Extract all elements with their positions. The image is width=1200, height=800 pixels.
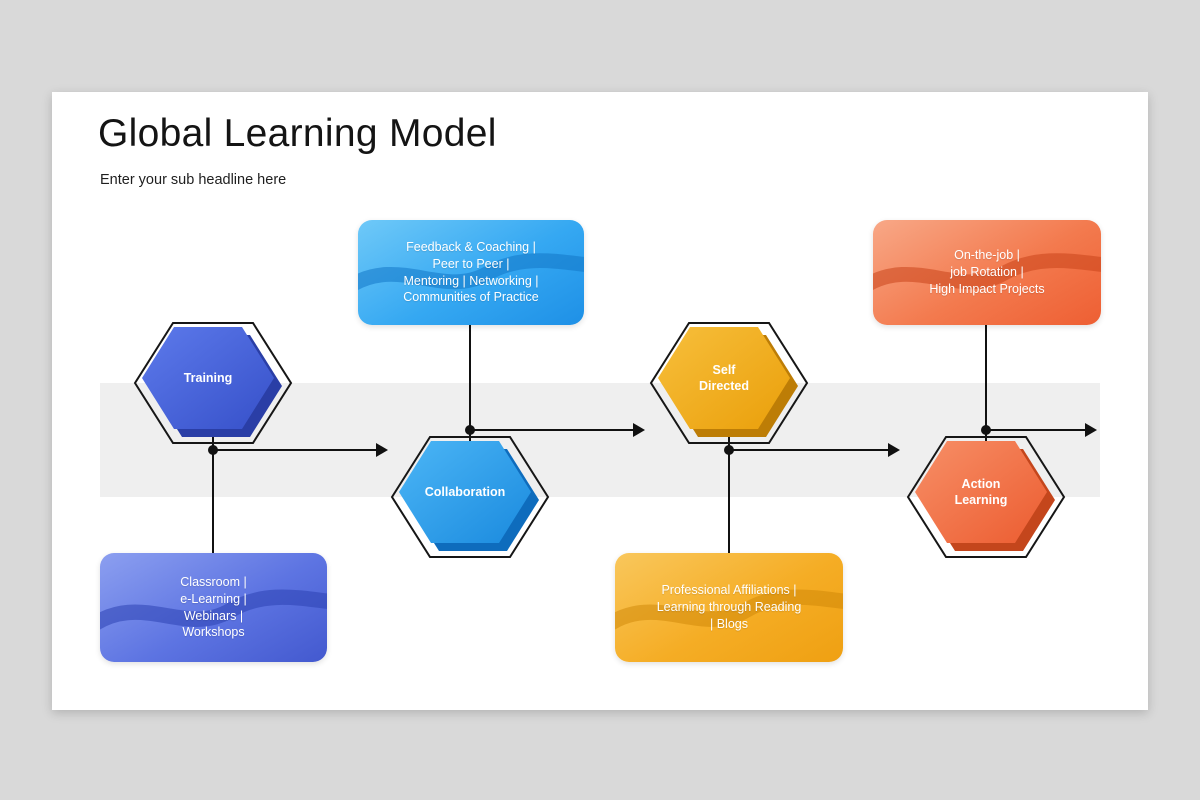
callout-collaboration: Feedback & Coaching | Peer to Peer | Men… [358, 220, 584, 325]
flow-arrow-line-3 [729, 449, 888, 451]
junction-dot-training [208, 445, 218, 455]
flow-arrow-line-2 [470, 429, 633, 431]
node-self-directed: Self Directed [649, 313, 809, 453]
node-label: Self Directed [698, 362, 750, 393]
page-subtitle: Enter your sub headline here [100, 172, 287, 188]
hexagon-shape [649, 322, 809, 444]
callout-training: Classroom | e-Learning | Webinars | Work… [100, 553, 327, 662]
hexagon-shape [390, 436, 550, 558]
flow-arrow-line-1 [213, 449, 376, 451]
callout-text: On-the-job | job Rotation | High Impact … [929, 248, 1045, 296]
callout-text: Professional Affiliations | Learning thr… [656, 583, 802, 631]
connector-collaboration-callout [469, 325, 471, 443]
arrowhead-icon-3 [888, 443, 900, 457]
junction-dot-selfdirected [724, 445, 734, 455]
node-action-learning: Action Learning [906, 427, 1066, 567]
node-label: Collaboration [424, 484, 506, 499]
arrowhead-icon-4 [1085, 423, 1097, 437]
junction-dot-actionlearning [981, 425, 991, 435]
slide-canvas: Global Learning Model Enter your sub hea… [52, 92, 1148, 710]
wave-decoration [100, 589, 327, 630]
connector-training-callout [212, 432, 214, 553]
page-title: Global Learning Model [98, 112, 497, 155]
connector-actionlearning-callout [985, 325, 987, 443]
hexagon-shape [906, 436, 1066, 558]
callout-text: Feedback & Coaching | Peer to Peer | Men… [403, 240, 539, 305]
node-label: Training [183, 370, 233, 385]
flow-arrow-line-4 [986, 429, 1085, 431]
arrowhead-icon-1 [376, 443, 388, 457]
connector-selfdirected-callout [728, 432, 730, 553]
arrowhead-icon-2 [633, 423, 645, 437]
callout-text: Classroom | e-Learning | Webinars | Work… [180, 575, 247, 640]
callout-self-directed: Professional Affiliations | Learning thr… [615, 553, 843, 662]
node-label: Action Learning [954, 476, 1008, 507]
node-collaboration: Collaboration [390, 427, 550, 567]
callout-action-learning: On-the-job | job Rotation | High Impact … [873, 220, 1101, 325]
wave-decoration [873, 253, 1101, 291]
wave-decoration [615, 589, 843, 630]
node-training: Training [133, 313, 293, 453]
wave-decoration [358, 253, 584, 291]
junction-dot-collaboration [465, 425, 475, 435]
hexagon-shape [133, 322, 293, 444]
